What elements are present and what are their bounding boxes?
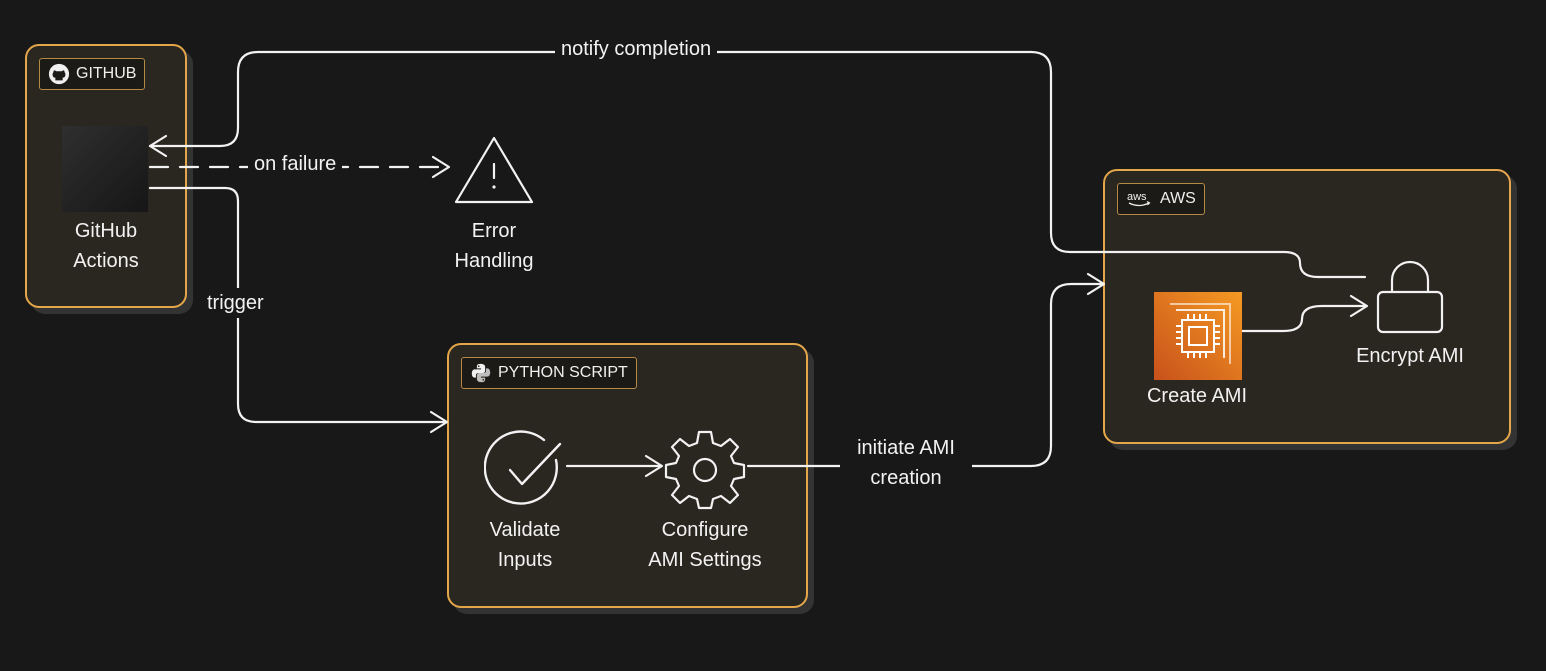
github-actions-label: GitHub Actions [73, 220, 139, 272]
arrowhead-notify [148, 134, 168, 158]
github-logo-icon [48, 63, 70, 85]
arrowhead-initiate [1086, 272, 1106, 296]
github-group: GITHUB [25, 44, 187, 308]
arrowhead-create [1349, 294, 1369, 318]
python-group-tag: PYTHON SCRIPT [461, 357, 637, 389]
encrypt-ami-label: Encrypt AMI [1356, 345, 1464, 367]
aws-group-tag: aws AWS [1117, 183, 1205, 215]
python-logo-icon [471, 363, 491, 383]
aws-logo-icon: aws [1127, 191, 1151, 207]
label-on-failure: on failure [248, 149, 343, 179]
edge-trigger [148, 186, 448, 424]
gear-icon [664, 430, 746, 510]
github-actions-icon [62, 126, 148, 212]
python-script-group: PYTHON SCRIPT [447, 343, 808, 608]
label-notify-completion: notify completion [555, 34, 718, 64]
edge-create-encrypt [1240, 304, 1367, 333]
arrowhead-trigger [429, 410, 449, 434]
aws-group-label: AWS [1160, 190, 1196, 207]
python-group-label: PYTHON SCRIPT [498, 364, 628, 381]
arrowhead-failure [431, 155, 451, 179]
check-circle-icon [484, 430, 562, 505]
create-ami-label: Create AMI [1146, 385, 1248, 407]
validate-inputs-label: Validate Inputs [489, 519, 561, 571]
github-group-label: GITHUB [76, 65, 137, 82]
label-initiate-ami: initiate AMI creation [840, 433, 972, 493]
edge-initiate-ami [746, 282, 1104, 468]
github-group-tag: GITHUB [39, 58, 146, 90]
edge-notify-completion [148, 50, 1367, 279]
warning-triangle-icon [454, 136, 534, 204]
arrowhead-validate [644, 454, 664, 478]
svg-text:aws: aws [1127, 191, 1147, 203]
error-handling-label: Error Handling [454, 220, 534, 272]
ec2-chip-icon [1154, 292, 1242, 380]
label-trigger: trigger [201, 288, 270, 318]
lock-icon [1376, 260, 1444, 334]
configure-ami-label: Configure AMI Settings [648, 519, 762, 571]
